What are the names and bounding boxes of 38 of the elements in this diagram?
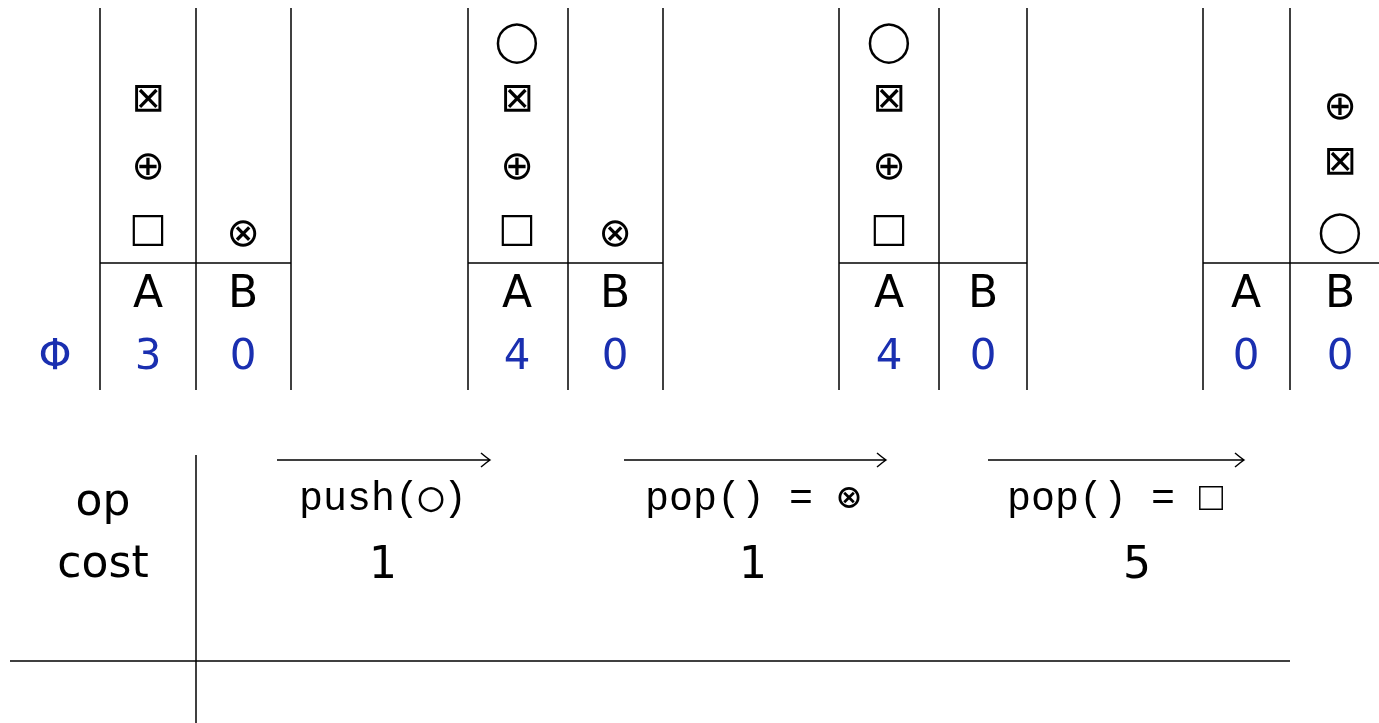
row-header: op <box>75 478 131 522</box>
stack-symbol: ⊕ <box>1323 85 1357 125</box>
stack-name: A <box>132 270 164 314</box>
potential-value: 4 <box>503 334 531 376</box>
row-header: cost <box>57 540 149 584</box>
stack-symbol: □ <box>870 207 908 247</box>
stack-symbol: ⊠ <box>500 77 534 117</box>
cost-value: 5 <box>1123 541 1151 585</box>
potential-value: 4 <box>875 334 903 376</box>
stack-symbol: ⊠ <box>1323 140 1357 180</box>
stack-symbol: ⊗ <box>598 212 632 252</box>
stack-symbol: ⊠ <box>131 77 165 117</box>
stack-name: B <box>1324 270 1356 314</box>
stack-name: B <box>967 270 999 314</box>
potential-value: 0 <box>229 334 257 376</box>
operation-label: push(◯) <box>298 480 468 520</box>
potential-value: 0 <box>969 334 997 376</box>
potential-value: 0 <box>601 334 629 376</box>
stack-name: B <box>227 270 259 314</box>
cost-value: 1 <box>369 541 397 585</box>
potential-value: 0 <box>1326 334 1354 376</box>
stack-name: A <box>873 270 905 314</box>
cost-value: 1 <box>739 541 767 585</box>
operation-label: pop() = □ <box>1007 480 1223 520</box>
stack-symbol: □ <box>498 207 536 247</box>
stack-name: A <box>501 270 533 314</box>
stack-symbol: ⊕ <box>500 145 534 185</box>
operation-label: pop() = ⊗ <box>644 480 862 520</box>
stack-symbol: ⊕ <box>131 145 165 185</box>
stack-symbol: ⊕ <box>872 145 906 185</box>
stack-name: A <box>1230 270 1262 314</box>
potential-label: Φ <box>38 334 72 376</box>
stack-symbol: □ <box>129 207 167 247</box>
potential-value: 0 <box>1232 334 1260 376</box>
stack-symbol: ⊗ <box>226 212 260 252</box>
stack-symbol: ⊠ <box>872 77 906 117</box>
potential-value: 3 <box>134 334 162 376</box>
stack-name: B <box>599 270 631 314</box>
